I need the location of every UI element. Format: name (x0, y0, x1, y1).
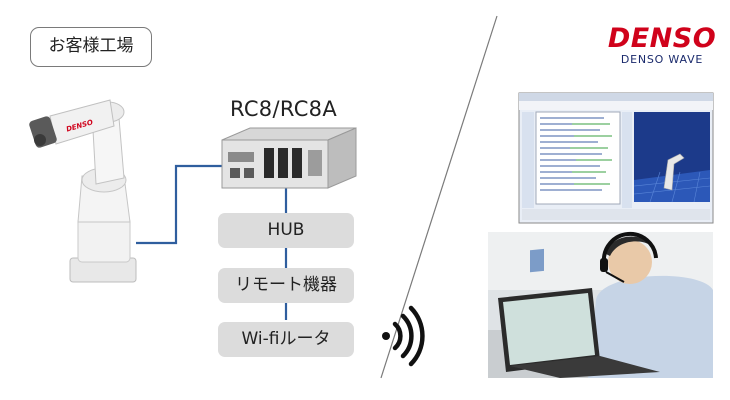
denso-brand-name: DENSO (607, 23, 717, 54)
robot-to-controller-line (136, 164, 222, 245)
wifi-signal-icon (382, 305, 425, 367)
wifi-router-box: Wi-fiルータ (218, 322, 354, 357)
denso-wave-subtitle: DENSO WAVE (620, 53, 704, 66)
controller-model-label: RC8/RC8A (230, 97, 337, 121)
site-divider-line (380, 15, 498, 379)
software-screenshot (518, 92, 714, 224)
remote-device-box: リモート機器 (218, 268, 354, 303)
robot-arm-illustration (29, 99, 137, 283)
customer-factory-label: お客様工場 (30, 27, 152, 67)
denso-wave-logo: DENSO DENSO WAVE (606, 24, 718, 66)
operator-photo (488, 232, 713, 378)
controller-unit-illustration (221, 127, 357, 189)
connector-lines (136, 164, 288, 320)
hub-box: HUB (218, 213, 354, 248)
